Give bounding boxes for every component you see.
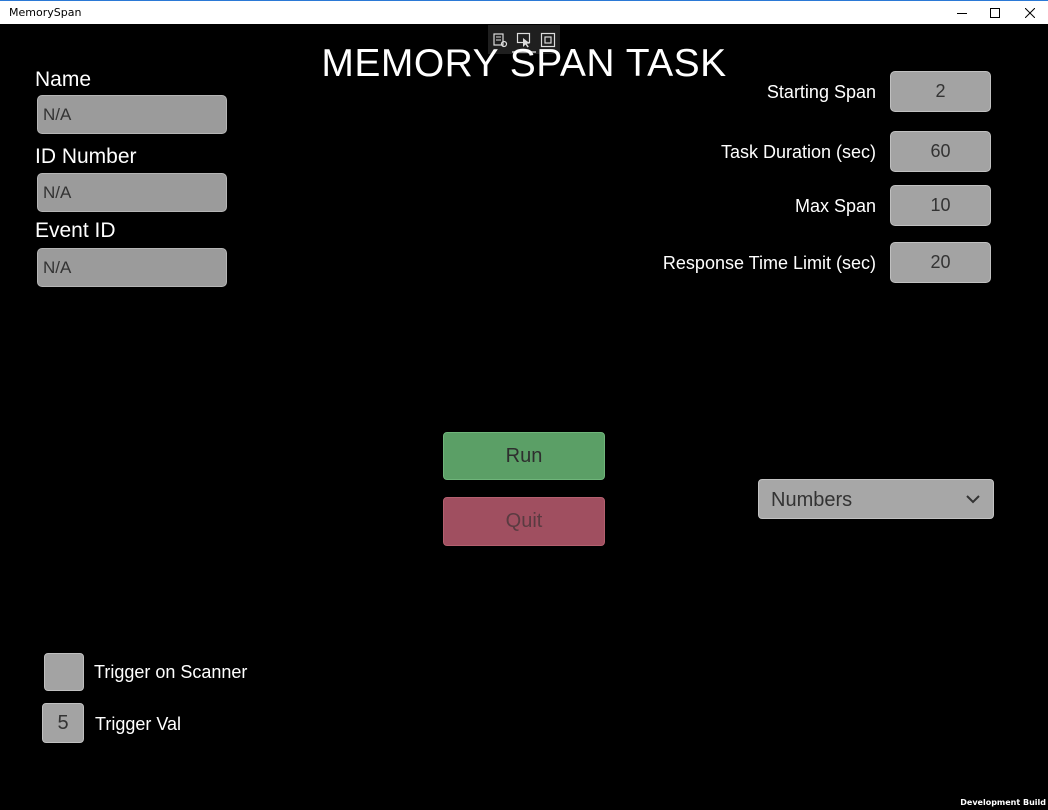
development-build-watermark: Development Build [960, 798, 1046, 807]
trigger-val-label: Trigger Val [95, 714, 182, 734]
live-visual-tree-button[interactable] [491, 31, 509, 49]
debug-toolbar [488, 25, 560, 54]
name-label: Name [35, 68, 92, 91]
maximize-button[interactable] [972, 1, 1018, 24]
event-id-label: Event ID [35, 219, 116, 242]
page-title: MEMORY SPAN TASK [321, 42, 727, 85]
dropdown-selected-value: Numbers [771, 489, 853, 511]
response-time-limit-label: Response Time Limit (sec) [662, 253, 876, 273]
toolbar-handle[interactable] [512, 51, 536, 53]
title-bar: MemorySpan [0, 0, 1048, 24]
trigger-val-input[interactable]: 5 [42, 703, 84, 743]
select-element-button[interactable] [515, 31, 533, 49]
minimize-button[interactable] [939, 1, 985, 24]
stimulus-type-dropdown[interactable]: Numbers [758, 479, 994, 519]
starting-span-input[interactable]: 2 [890, 71, 991, 112]
window-title: MemorySpan [9, 6, 82, 19]
select-element-icon [516, 32, 531, 48]
maximize-icon [990, 7, 1000, 18]
starting-span-label: Starting Span [766, 82, 876, 102]
trigger-on-scanner-checkbox[interactable] [44, 653, 84, 691]
response-time-limit-input[interactable]: 20 [890, 242, 991, 283]
quit-button[interactable]: Quit [443, 497, 605, 546]
event-id-input[interactable]: N/A [37, 248, 227, 287]
task-duration-input[interactable]: 60 [890, 131, 991, 172]
run-button[interactable]: Run [443, 432, 605, 480]
max-span-input[interactable]: 10 [890, 185, 991, 226]
max-span-label: Max Span [794, 196, 876, 216]
chevron-down-icon [966, 495, 980, 504]
display-layout-adorners-icon [540, 32, 556, 48]
minimize-icon [957, 12, 967, 14]
name-input[interactable]: N/A [37, 95, 227, 134]
trigger-on-scanner-label: Trigger on Scanner [94, 662, 248, 682]
id-number-label: ID Number [35, 145, 137, 168]
display-layout-adorners-button[interactable] [539, 31, 557, 49]
close-button[interactable] [1007, 1, 1048, 24]
task-duration-label: Task Duration (sec) [720, 142, 876, 162]
id-number-input[interactable]: N/A [37, 173, 227, 212]
close-icon [1025, 7, 1035, 18]
live-visual-tree-icon [493, 33, 508, 48]
